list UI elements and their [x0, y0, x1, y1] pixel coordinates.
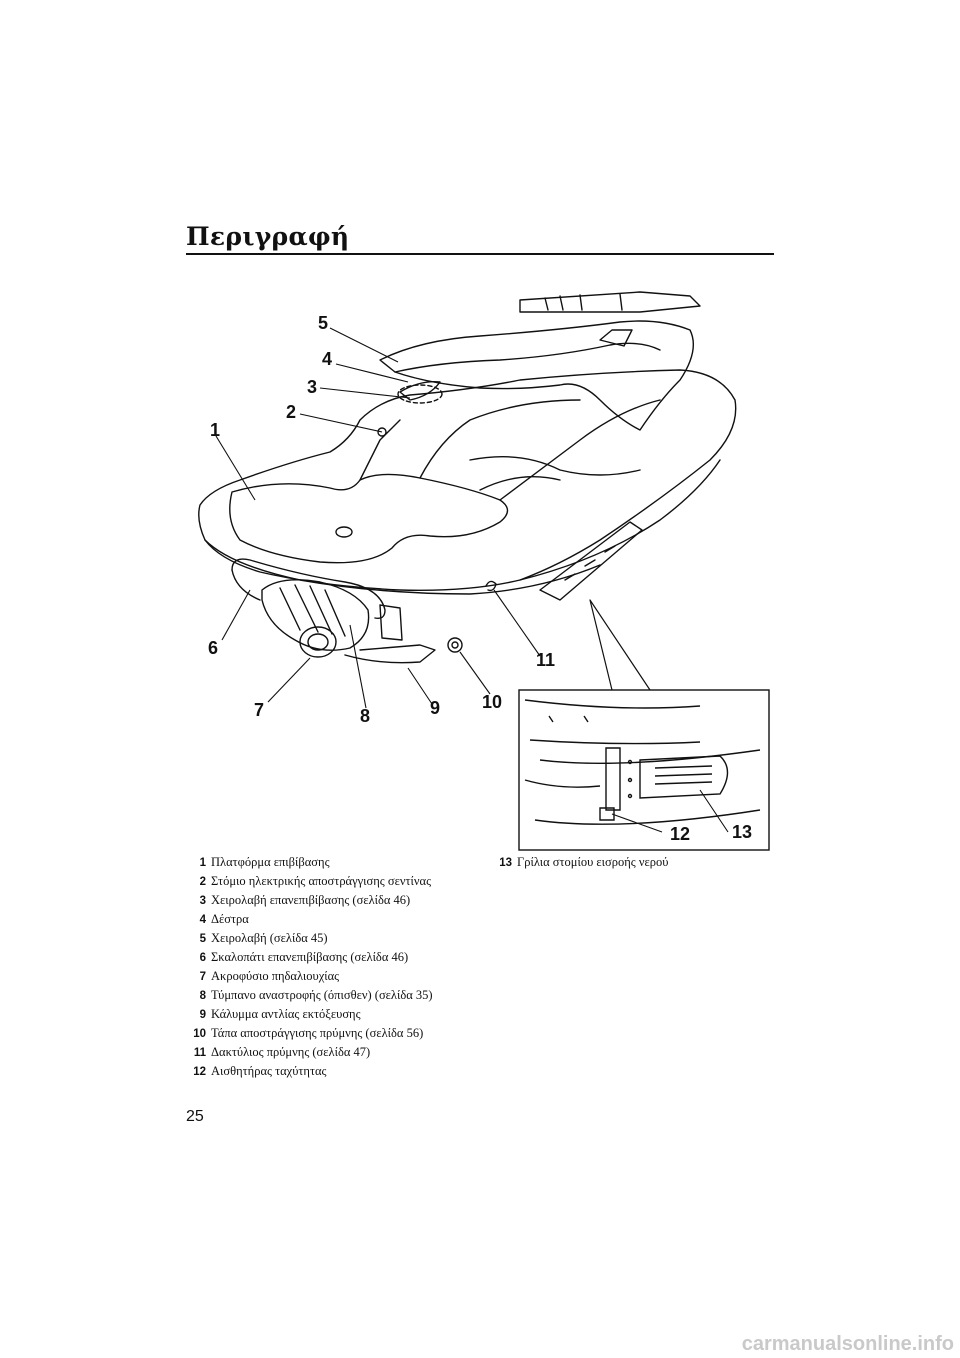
callout-1: 1: [210, 420, 221, 440]
watermark: carmanualsonline.info: [741, 1333, 954, 1355]
callout-4: 4: [322, 349, 333, 369]
callout-13: 13: [732, 822, 753, 842]
callout-5: 5: [318, 313, 329, 333]
callout-3: 3: [307, 377, 318, 397]
callout-11: 11: [536, 650, 556, 670]
callout-9: 9: [430, 698, 441, 718]
callout-7: 7: [254, 700, 265, 720]
callout-8: 8: [360, 706, 371, 726]
callout-10: 10: [482, 692, 503, 712]
callout-2: 2: [286, 402, 297, 422]
page-number: 25: [186, 1108, 204, 1125]
page-title: Περιγραφή: [186, 222, 350, 251]
watercraft-illustration: [198, 291, 770, 851]
title-rule: [186, 253, 774, 255]
callout-12: 12: [670, 824, 691, 844]
callout-6: 6: [208, 638, 219, 658]
